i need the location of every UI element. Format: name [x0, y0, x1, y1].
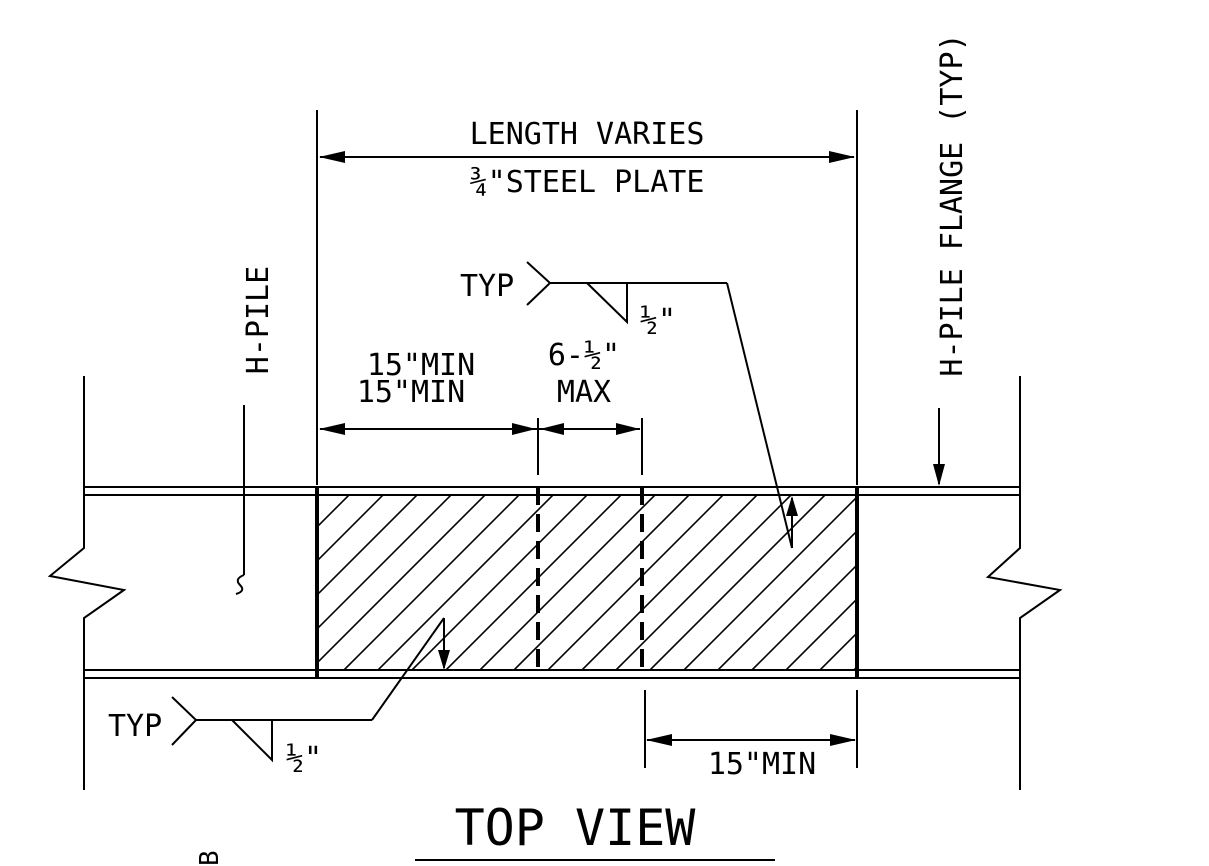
hatch-line [819, 631, 857, 670]
dim-min-label-b: 15"MIN [357, 375, 465, 410]
top-weld-symbol [526, 261, 798, 549]
hatch-line [377, 495, 554, 670]
hatch-line [785, 597, 857, 670]
hatch-line [581, 495, 758, 670]
hatch-line [317, 495, 486, 665]
hatch-line [479, 495, 656, 670]
hatch-line [445, 495, 622, 670]
left-pile-break [47, 376, 127, 790]
hatch-line [343, 495, 520, 670]
hatch-line [1024, 495, 1199, 670]
dim-min-label-a: 15"MIN [367, 348, 475, 383]
hatch-line [717, 529, 857, 670]
hatch-line [853, 665, 857, 670]
hatch-line [922, 495, 1097, 670]
length-varies-label: LENGTH VARIES [470, 117, 705, 152]
hatch-line [513, 495, 690, 670]
hatch-line [649, 495, 826, 670]
h-pile-flange-label: H-PILE FLANGE (TYP) [935, 33, 970, 376]
hatch-line [1058, 495, 1209, 670]
hatch-line [317, 495, 418, 597]
hatch-line [317, 495, 384, 563]
dim-max-label: MAX [557, 375, 611, 410]
corner-fragment-label: B [195, 850, 225, 866]
right-pile-break [985, 376, 1063, 790]
weld-size-bottom-label: ½" [286, 741, 322, 776]
plate-hatch [140, 495, 1209, 670]
weld-size-top-label: ½" [640, 303, 676, 338]
dim-max-value-label: 6-½" [548, 338, 620, 373]
length-dimension [316, 110, 858, 485]
hatch-line [683, 495, 857, 670]
splice-dimensions [319, 418, 643, 475]
hatch-line [751, 563, 857, 670]
hatch-line [317, 495, 452, 631]
weld-typ-top-label: TYP [460, 269, 514, 304]
right-min-dimension [644, 690, 858, 768]
hatch-line [317, 495, 350, 529]
bottom-weld-symbol [171, 617, 450, 763]
hatch-line [956, 495, 1131, 670]
hatch-line [888, 495, 1063, 670]
hatch-line [615, 495, 792, 670]
hatch-line [547, 495, 724, 670]
h-pile-leader [235, 405, 245, 595]
h-pile-flange-leader [933, 408, 945, 486]
h-pile-label: H-PILE [241, 266, 276, 374]
view-title: TOP VIEW [455, 799, 697, 857]
dim-min-right-label: 15"MIN [708, 747, 816, 782]
hatch-line [411, 495, 588, 670]
steel-plate-label: ¾"STEEL PLATE [470, 165, 705, 200]
weld-typ-bottom-label: TYP [108, 709, 162, 744]
hatch-line [140, 495, 315, 670]
h-pile-flanges [84, 486, 1020, 679]
